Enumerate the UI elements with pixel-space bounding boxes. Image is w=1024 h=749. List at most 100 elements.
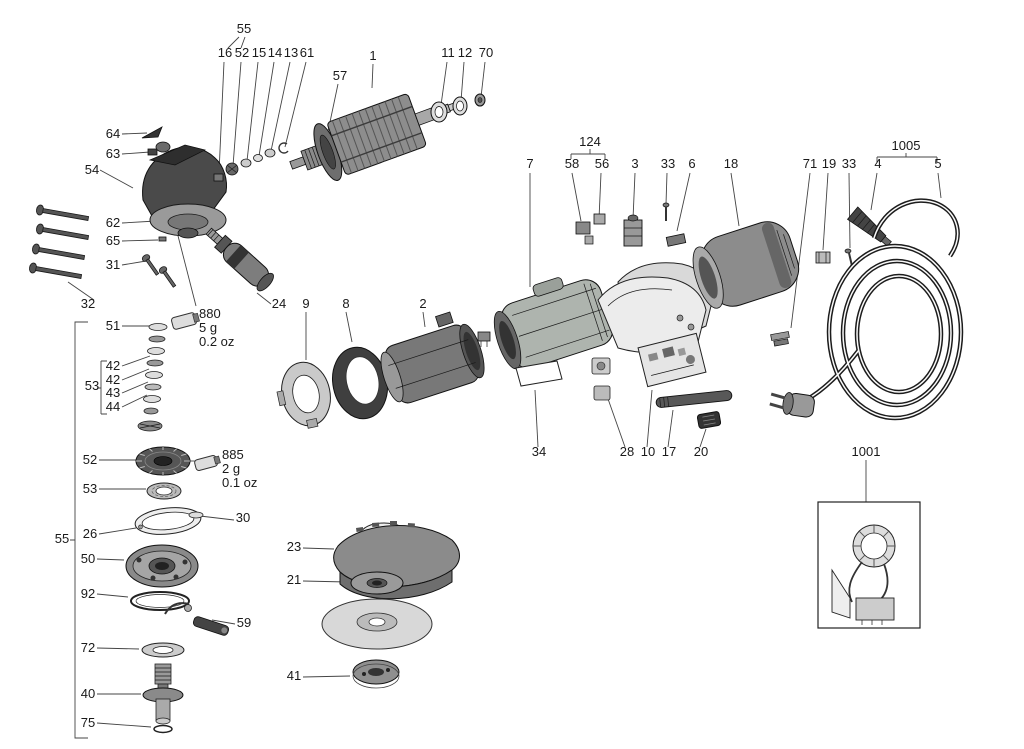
part-label-13: 13 [284,45,298,60]
screw-33a-part [662,202,670,221]
part-label-92: 92 [81,586,95,601]
part-label-14: 14 [268,45,282,60]
switch-56-part [593,213,606,225]
part-label-18: 18 [724,156,738,171]
washer-72-part [141,642,185,658]
board-screws-part [676,314,695,331]
part-label-19: 19 [822,156,836,171]
part-label-34: 34 [532,444,546,459]
part-label-3: 3 [631,156,638,171]
clamp-19-part [815,251,831,264]
armature-part [289,93,460,181]
part-label-31: 31 [106,257,120,272]
part-label-32: 32 [81,296,95,311]
power-cable-part [804,198,964,421]
part-6 [665,233,687,247]
part-label-33a: 33 [661,156,675,171]
part-label-16: 16 [218,45,232,60]
part-label-10: 10 [641,444,655,459]
ring-gear-part [135,446,191,476]
leader-lines [67,36,942,739]
part-label-23: 23 [287,539,301,554]
part-label-42a: 42 [106,358,120,373]
module-1001-part [817,501,921,629]
part-label-20: 20 [694,444,708,459]
part-label-53a: 53 [85,378,99,393]
o-ring-92-part [130,591,190,611]
slider-rod-part [655,390,733,408]
lock-lever-part [164,602,230,636]
side-handle-part [205,227,274,292]
housing-screws-part [29,204,90,279]
bearing-flange-part [125,544,199,588]
part-label-30: 30 [236,510,250,525]
wheel-guard-part [333,521,460,600]
part-label-42b: 42 [106,372,120,387]
part-label-1005: 1005 [892,138,921,153]
clamp-71-part [770,331,790,347]
part-label-11: 11 [441,45,455,60]
part-label-44: 44 [106,399,120,414]
small-screws-part [141,254,177,288]
part-label-63: 63 [106,146,120,161]
electronics-board-part [637,332,707,388]
part-label-28: 28 [620,444,634,459]
part-label-8: 8 [342,296,349,311]
plug-part [769,392,815,418]
part-label-880-oz: 0.2 oz [199,334,234,349]
part-label-64: 64 [106,126,120,141]
part-label-41: 41 [287,668,301,683]
part-label-17: 17 [662,444,676,459]
part-label-54: 54 [85,162,99,177]
grinding-wheel-part [321,598,433,650]
part-label-59: 59 [237,615,251,630]
stator-part [380,311,485,404]
part-label-1001: 1001 [852,444,881,459]
part-label-24: 24 [272,296,286,311]
part-label-51: 51 [106,318,120,333]
part-label-72: 72 [81,640,95,655]
part-label-1: 1 [369,48,376,63]
part-label-21: 21 [287,572,301,587]
part-label-40: 40 [81,686,95,701]
part-label-885-oz: 0.1 oz [222,475,257,490]
bearing-cover-part [276,361,331,429]
clamping-nut-part [352,659,400,689]
part-label-50: 50 [81,551,95,566]
ring-30-part [188,511,204,519]
switch-58-part [575,221,594,245]
part-label-55-top: 55 [237,21,251,36]
part-label-6: 6 [688,156,695,171]
spindle-part [142,663,184,725]
nut-70-part [474,93,486,107]
rotor-hardware-part [213,142,289,182]
bearing-53-part [146,482,182,500]
grease-tube-880-part [171,312,200,330]
part-label-4: 4 [874,156,881,171]
part-label-52-mid: 52 [83,452,97,467]
rubber-collar-part [332,346,388,420]
part-label-58: 58 [565,156,579,171]
grease-tube-885-part [194,455,221,471]
o-ring-75-part [153,724,173,734]
part-label-124: 124 [579,134,601,149]
rear-cover-part [692,221,800,309]
part-label-9: 9 [302,296,309,311]
part-label-53b: 53 [83,481,97,496]
part-label-61: 61 [300,45,314,60]
part-label-5: 5 [934,156,941,171]
brush-holder-part [477,331,491,347]
part-label-71: 71 [803,156,817,171]
gasket-26-part [134,507,202,535]
screw-33b-part [844,248,853,267]
part-label-885: 885 [222,447,244,462]
housing-shells-part [597,262,715,354]
switch-3-part [623,214,643,247]
part-label-26: 26 [83,526,97,541]
switch-button-part [696,411,722,429]
part-label-52-top: 52 [235,45,249,60]
sticker-part [515,360,563,387]
